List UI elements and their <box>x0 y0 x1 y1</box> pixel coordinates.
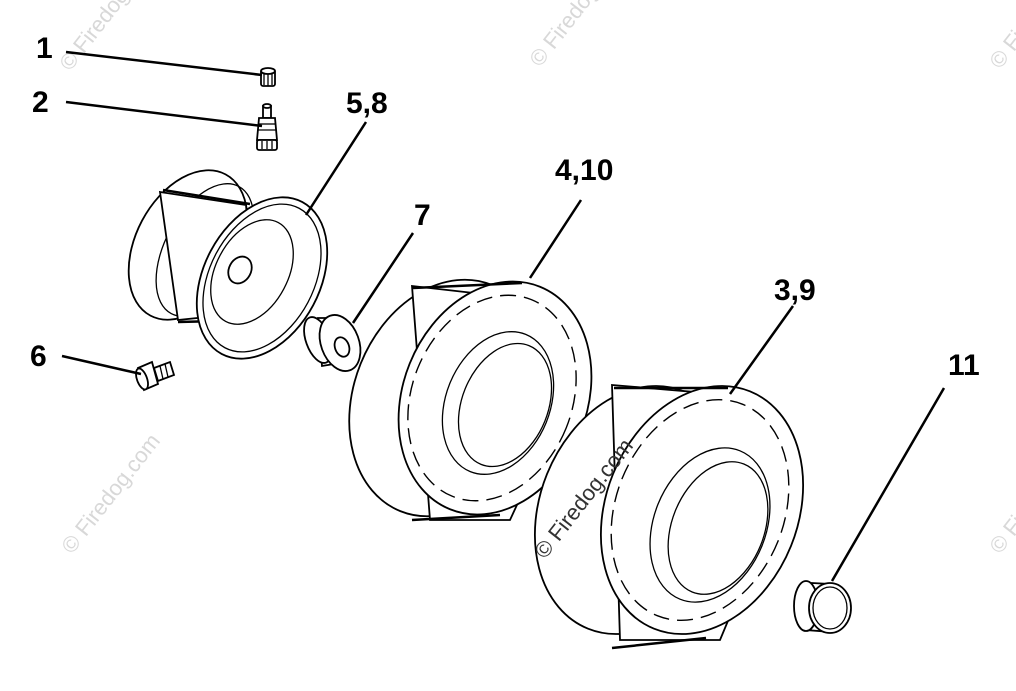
part-valve-cap <box>260 67 276 87</box>
part-bolt <box>135 360 176 392</box>
leader-1 <box>65 50 263 77</box>
leader-5-8 <box>304 121 368 216</box>
part-valve-stem <box>256 103 278 151</box>
callout-2: 2 <box>32 86 49 119</box>
callout-7: 7 <box>414 199 431 232</box>
leader-6 <box>61 354 142 376</box>
leader-3-9 <box>728 305 795 395</box>
callout-4-10: 4,10 <box>555 154 613 187</box>
watermark-bottom-right: © Firedog.com <box>984 429 1016 558</box>
callout-1: 1 <box>36 32 53 65</box>
part-wheel-rim <box>127 169 329 360</box>
part-center-cap <box>793 580 852 634</box>
part-bushing <box>303 314 362 372</box>
callout-11: 11 <box>948 349 980 382</box>
watermark-bottom-left: © Firedog.com <box>56 429 165 558</box>
part-tire-front <box>348 278 593 522</box>
leader-4-10 <box>528 199 583 279</box>
watermark-top-center: © Firedog.com <box>524 0 633 71</box>
callout-5-8: 5,8 <box>346 87 388 120</box>
leader-7 <box>351 232 415 324</box>
leader-lines <box>61 50 946 582</box>
part-tire-rear <box>533 384 805 650</box>
watermark-top-right: © Firedog.com <box>984 0 1016 73</box>
callout-3-9: 3,9 <box>774 274 816 307</box>
callout-6: 6 <box>30 340 47 373</box>
callout-labels: 1 2 5,8 4,10 7 3,9 6 11 <box>30 32 980 382</box>
watermark-top-left: © Firedog.com <box>54 0 163 75</box>
leader-2 <box>65 100 263 128</box>
leader-11 <box>830 387 946 582</box>
